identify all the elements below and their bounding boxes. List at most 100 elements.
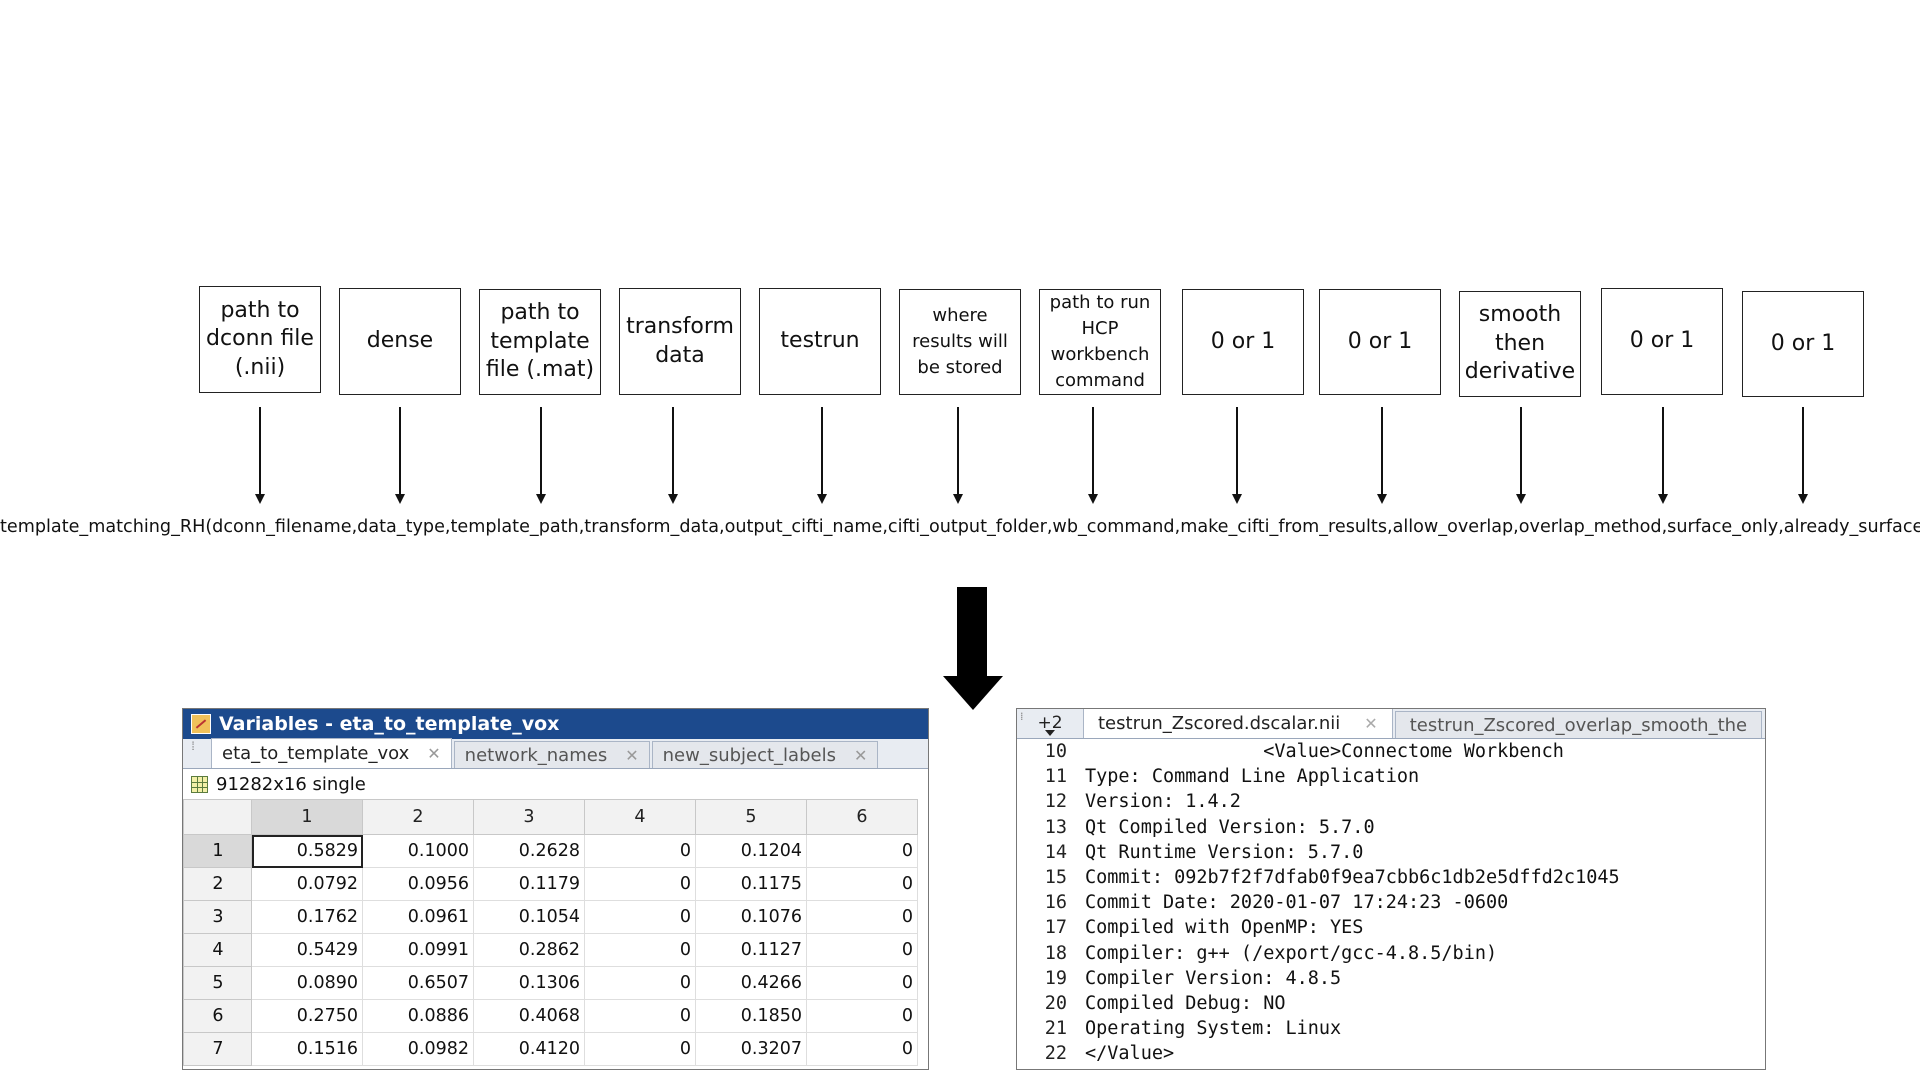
- table-cell[interactable]: 0: [584, 933, 696, 967]
- column-header[interactable]: 5: [695, 799, 807, 835]
- table-cell[interactable]: 0: [584, 966, 696, 1000]
- table-row: 5 0.0890 0.6507 0.1306 0 0.4266 0: [183, 966, 918, 1000]
- table-cell[interactable]: 0: [584, 900, 696, 934]
- table-cell[interactable]: 0: [806, 933, 918, 967]
- column-header[interactable]: 3: [473, 799, 585, 835]
- table-cell[interactable]: 0: [806, 834, 918, 868]
- row-header[interactable]: 7: [183, 1032, 252, 1066]
- table-cell[interactable]: 0.1306: [473, 966, 585, 1000]
- tab-network-names[interactable]: network_names ✕: [453, 741, 650, 768]
- table-cell[interactable]: 0.1762: [251, 900, 363, 934]
- table-cell[interactable]: 0.0956: [362, 867, 474, 901]
- table-cell[interactable]: 0.3207: [695, 1032, 807, 1066]
- arrow-head: [817, 494, 827, 504]
- table-row: 3 0.1762 0.0961 0.1054 0 0.1076 0: [183, 900, 918, 934]
- table-cell[interactable]: 0.4266: [695, 966, 807, 1000]
- tab-testrun-zscored-overlap[interactable]: testrun_Zscored_overlap_smooth_the: [1394, 711, 1763, 738]
- tab-testrun-zscored[interactable]: testrun_Zscored.dscalar.nii ✕: [1083, 709, 1393, 738]
- table-cell[interactable]: 0.1850: [695, 999, 807, 1033]
- row-header[interactable]: 1: [183, 834, 252, 868]
- table-cell[interactable]: 0.6507: [362, 966, 474, 1000]
- table-cell[interactable]: 0.0886: [362, 999, 474, 1033]
- table-cell[interactable]: 0: [806, 999, 918, 1033]
- arrow-head: [1798, 494, 1808, 504]
- close-icon[interactable]: ✕: [625, 745, 639, 765]
- tab-new-subject-labels[interactable]: new_subject_labels ✕: [651, 741, 879, 768]
- table-cell[interactable]: 0.1127: [695, 933, 807, 967]
- table-cell[interactable]: 0: [584, 999, 696, 1033]
- more-tabs-count: +2: [1037, 713, 1063, 733]
- column-header[interactable]: 6: [806, 799, 918, 835]
- table-cell[interactable]: 0.1000: [362, 834, 474, 868]
- table-cell[interactable]: 0.1516: [251, 1032, 363, 1066]
- close-icon[interactable]: ✕: [853, 745, 868, 765]
- grip-handle-icon[interactable]: ⁞: [191, 738, 195, 753]
- tab-label: testrun_Zscored.dscalar.nii: [1098, 713, 1341, 734]
- row-header[interactable]: 6: [183, 999, 252, 1033]
- more-tabs-dropdown[interactable]: ⁞ +2: [1017, 709, 1083, 738]
- table-row: 7 0.1516 0.0982 0.4120 0 0.3207 0: [183, 1032, 918, 1066]
- table-cell[interactable]: 0: [584, 1032, 696, 1066]
- table-cell[interactable]: 0: [584, 834, 696, 868]
- table-cell[interactable]: 0: [806, 1032, 918, 1066]
- arrow-head: [1516, 494, 1526, 504]
- connector-line: [1381, 407, 1383, 495]
- table-cell[interactable]: 0.1175: [695, 867, 807, 901]
- line-number: 13: [1044, 816, 1067, 838]
- param-box-surface-only: 0 or 1: [1601, 288, 1723, 395]
- grip-handle-icon: ⁞: [1020, 710, 1024, 723]
- table-cell[interactable]: 0.5829: [251, 834, 363, 868]
- table-cell[interactable]: 0.0890: [251, 966, 363, 1000]
- table-cell[interactable]: 0.0982: [362, 1032, 474, 1066]
- table-cell[interactable]: 0.5429: [251, 933, 363, 967]
- close-icon[interactable]: ✕: [1364, 714, 1378, 733]
- param-box-overlap-method: smooth then derivative: [1459, 291, 1581, 397]
- line-text: Qt Runtime Version: 5.7.0: [1085, 841, 1364, 863]
- row-header[interactable]: 4: [183, 933, 252, 967]
- line-text: Compiler: g++ (/export/gcc-4.8.5/bin): [1085, 942, 1498, 964]
- table-cell[interactable]: 0.0961: [362, 900, 474, 934]
- table-cell[interactable]: 0: [806, 900, 918, 934]
- variable-table: 1 2 3 4 5 6 1 0.5829 0.1000 0.2628 0 0.1…: [183, 799, 918, 1066]
- table-cell[interactable]: 0.0792: [251, 867, 363, 901]
- table-cell[interactable]: 0: [584, 867, 696, 901]
- table-cell[interactable]: 0.2628: [473, 834, 585, 868]
- table-cell[interactable]: 0.4068: [473, 999, 585, 1033]
- arrow-head: [1377, 494, 1387, 504]
- tab-eta-to-template-vox[interactable]: eta_to_template_vox ✕: [211, 738, 452, 768]
- code-line: 22</Value>: [1017, 1041, 1765, 1066]
- column-header[interactable]: 2: [362, 799, 474, 835]
- line-text: Version: 1.4.2: [1085, 791, 1241, 813]
- table-cell[interactable]: 0.1076: [695, 900, 807, 934]
- table-cell[interactable]: 0.2862: [473, 933, 585, 967]
- row-header[interactable]: 2: [183, 867, 252, 901]
- table-cell[interactable]: 0.1204: [695, 834, 807, 868]
- table-row: 1 0.5829 0.1000 0.2628 0 0.1204 0: [183, 834, 918, 868]
- row-header[interactable]: 5: [183, 966, 252, 1000]
- column-header[interactable]: 4: [584, 799, 696, 835]
- table-cell[interactable]: 0.1054: [473, 900, 585, 934]
- connector-line: [821, 407, 823, 495]
- table-row: 2 0.0792 0.0956 0.1179 0 0.1175 0: [183, 867, 918, 901]
- function-signature: template_matching_RH(dconn_filename,data…: [0, 517, 1920, 537]
- table-cell[interactable]: 0.1179: [473, 867, 585, 901]
- tab-label: network_names: [464, 744, 608, 766]
- line-text: Compiler Version: 4.8.5: [1085, 967, 1342, 989]
- table-cell[interactable]: 0: [806, 966, 918, 1000]
- table-cell[interactable]: 0: [806, 867, 918, 901]
- close-icon[interactable]: ✕: [427, 744, 441, 763]
- connector-line: [399, 407, 401, 495]
- table-cell[interactable]: 0.4120: [473, 1032, 585, 1066]
- table-cell[interactable]: 0.2750: [251, 999, 363, 1033]
- table-cell[interactable]: 0.0991: [362, 933, 474, 967]
- variable-editor-icon: [191, 714, 211, 734]
- arrow-head: [1658, 494, 1668, 504]
- column-header[interactable]: 1: [251, 799, 363, 835]
- row-header[interactable]: 3: [183, 900, 252, 934]
